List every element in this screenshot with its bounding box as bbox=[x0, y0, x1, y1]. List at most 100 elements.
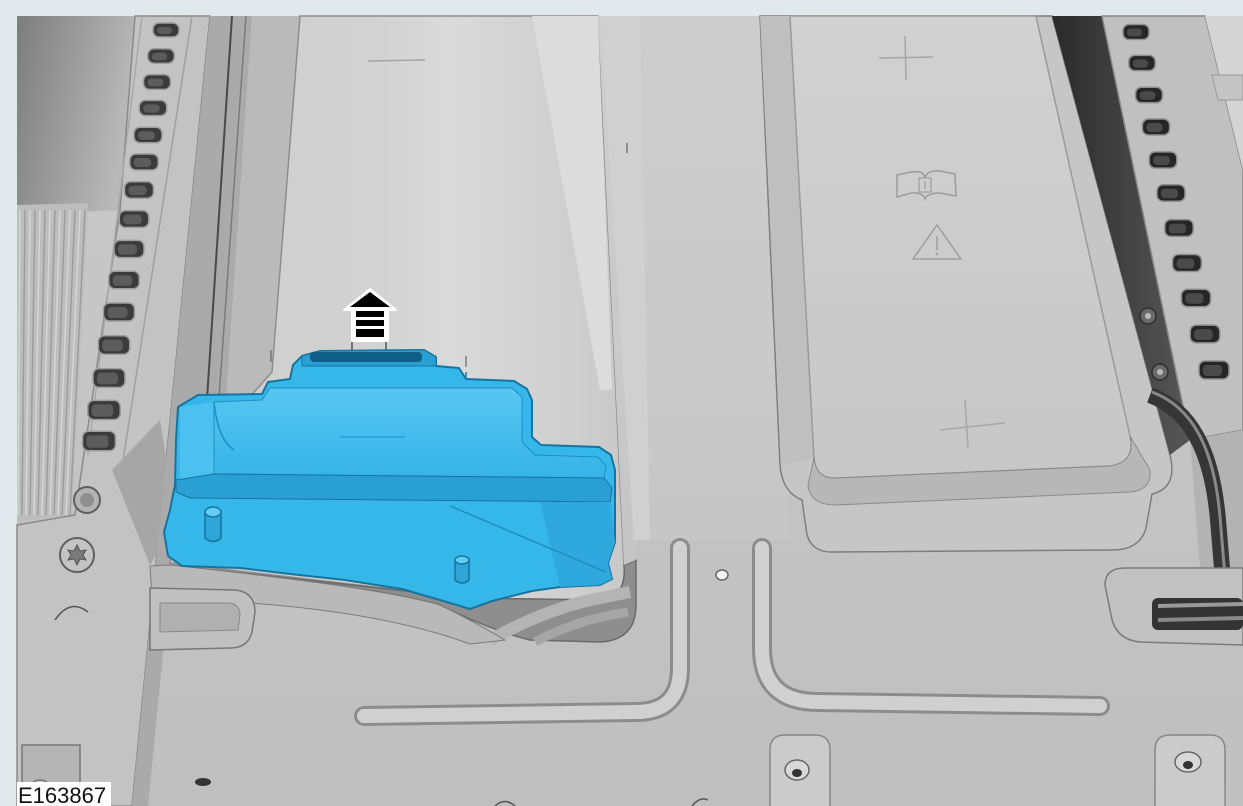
lower-left-bracket-slot bbox=[159, 602, 241, 633]
figure-id-background bbox=[17, 782, 111, 806]
minus-icon bbox=[367, 59, 426, 62]
right-housing-bar bbox=[1211, 74, 1243, 101]
book-icon-outline bbox=[896, 170, 957, 202]
warning-triangle-icon bbox=[911, 223, 963, 260]
rail-slot-depth bbox=[128, 185, 147, 196]
rail-arc-mark bbox=[54, 605, 89, 621]
left-rail-slots bbox=[81, 22, 180, 452]
rail-slot-depth bbox=[1132, 59, 1149, 68]
warning-exclamation-dot bbox=[935, 252, 939, 256]
figure-id: E163867 bbox=[18, 783, 106, 806]
mount-hole-inner bbox=[1183, 761, 1193, 769]
locating-peg-body bbox=[454, 559, 470, 584]
fin-line bbox=[41, 209, 51, 516]
housing-shadow bbox=[17, 16, 135, 215]
harness-cable bbox=[1146, 387, 1236, 641]
cover-rim bbox=[175, 473, 613, 503]
rail-slot-depth bbox=[157, 27, 172, 34]
fin-line bbox=[33, 209, 41, 516]
right-module-lip bbox=[807, 435, 1151, 506]
rail-slot-depth bbox=[1146, 123, 1163, 132]
left-rail-edge bbox=[119, 15, 193, 481]
rail-slot-depth bbox=[1127, 28, 1142, 37]
cooling-fin-lines bbox=[17, 209, 86, 516]
floor-arc-mark bbox=[494, 800, 516, 806]
torx-recess bbox=[67, 543, 87, 567]
rail-slot-depth bbox=[118, 244, 137, 255]
harness-cable-highlight bbox=[1151, 390, 1232, 637]
highlighted-cover bbox=[163, 340, 616, 610]
floor-ledge bbox=[149, 564, 507, 645]
rail-slot-depth bbox=[86, 435, 109, 448]
rail-slot-depth bbox=[133, 158, 152, 167]
fin-line bbox=[17, 209, 21, 516]
fin-line bbox=[57, 209, 71, 516]
fin-line bbox=[61, 209, 76, 516]
arrow-up-icon-head bbox=[350, 292, 390, 307]
locating-peg bbox=[204, 506, 222, 543]
cover-lower-shade bbox=[540, 502, 615, 587]
harness-wire bbox=[1157, 602, 1243, 608]
rail-slot-depth bbox=[1185, 293, 1204, 304]
cable bbox=[487, 586, 632, 646]
mount-hole-inner bbox=[792, 769, 802, 777]
fin-line bbox=[25, 209, 31, 516]
harness-wire bbox=[1157, 616, 1243, 622]
rail-slot-depth bbox=[1153, 155, 1170, 166]
rail-slot-depth bbox=[112, 275, 133, 286]
rail-slot-depth bbox=[97, 372, 118, 385]
rail-slot-depth bbox=[1161, 188, 1178, 199]
fin-line bbox=[21, 209, 26, 516]
floor-hole bbox=[715, 569, 729, 581]
locating-peg-top bbox=[454, 555, 470, 565]
rail-bolt bbox=[1151, 363, 1169, 381]
plus-icon bbox=[878, 35, 934, 81]
right-rail-gap bbox=[1052, 16, 1190, 455]
left-module-wall bbox=[222, 16, 300, 460]
rail-slot-depth bbox=[107, 307, 128, 318]
locating-peg-body bbox=[204, 511, 222, 543]
torx-screw-icon bbox=[59, 537, 95, 573]
rail-slot-depth bbox=[123, 214, 142, 225]
fin-line bbox=[69, 209, 86, 516]
tray-wall-edge bbox=[204, 15, 233, 431]
fin-line bbox=[45, 209, 56, 516]
warning-triangle-outline bbox=[911, 223, 963, 260]
plus-icon bbox=[939, 399, 1006, 449]
book-icon-info bbox=[918, 177, 932, 193]
right-rail-slots bbox=[1122, 23, 1230, 380]
floor-slot bbox=[195, 778, 211, 786]
tray-wall-edge bbox=[215, 15, 247, 441]
arrow-up-icon-bar bbox=[356, 320, 384, 326]
right-module-wall bbox=[760, 16, 814, 466]
cable bbox=[532, 607, 629, 646]
rail-bolt bbox=[1139, 307, 1157, 325]
rail-slot-depth bbox=[151, 52, 168, 61]
rail-slot-depth bbox=[91, 404, 114, 417]
rail-slot-depth bbox=[138, 131, 155, 140]
cover-side-wall bbox=[180, 402, 214, 480]
locating-peg bbox=[454, 555, 470, 584]
floor-rib-top bbox=[755, 541, 1107, 713]
cover-crease bbox=[449, 505, 607, 573]
plus-icon-bar bbox=[964, 399, 969, 449]
rail-hole-inner bbox=[80, 493, 94, 507]
locating-peg-top bbox=[204, 506, 222, 518]
fin-line bbox=[65, 209, 81, 516]
rail-slot-depth bbox=[1139, 91, 1156, 100]
fin-line bbox=[29, 209, 36, 516]
fin-line bbox=[37, 209, 46, 516]
fin-line bbox=[49, 209, 61, 516]
rail-slot-depth bbox=[1203, 365, 1222, 376]
plus-icon-bar bbox=[904, 35, 907, 81]
cover-inner-corner bbox=[213, 401, 235, 451]
rail-bolt-center bbox=[1145, 313, 1151, 319]
left-module-inner-wall bbox=[532, 16, 612, 390]
rail-slot-depth bbox=[1176, 258, 1195, 269]
cover-tab-slot bbox=[310, 352, 422, 362]
rail-slot-depth bbox=[143, 104, 160, 113]
middle-plate-highlight bbox=[600, 16, 650, 540]
arrow-up-icon-bar bbox=[356, 329, 384, 337]
arrow-up-icon-bar bbox=[356, 311, 384, 317]
fin-line bbox=[53, 209, 66, 516]
